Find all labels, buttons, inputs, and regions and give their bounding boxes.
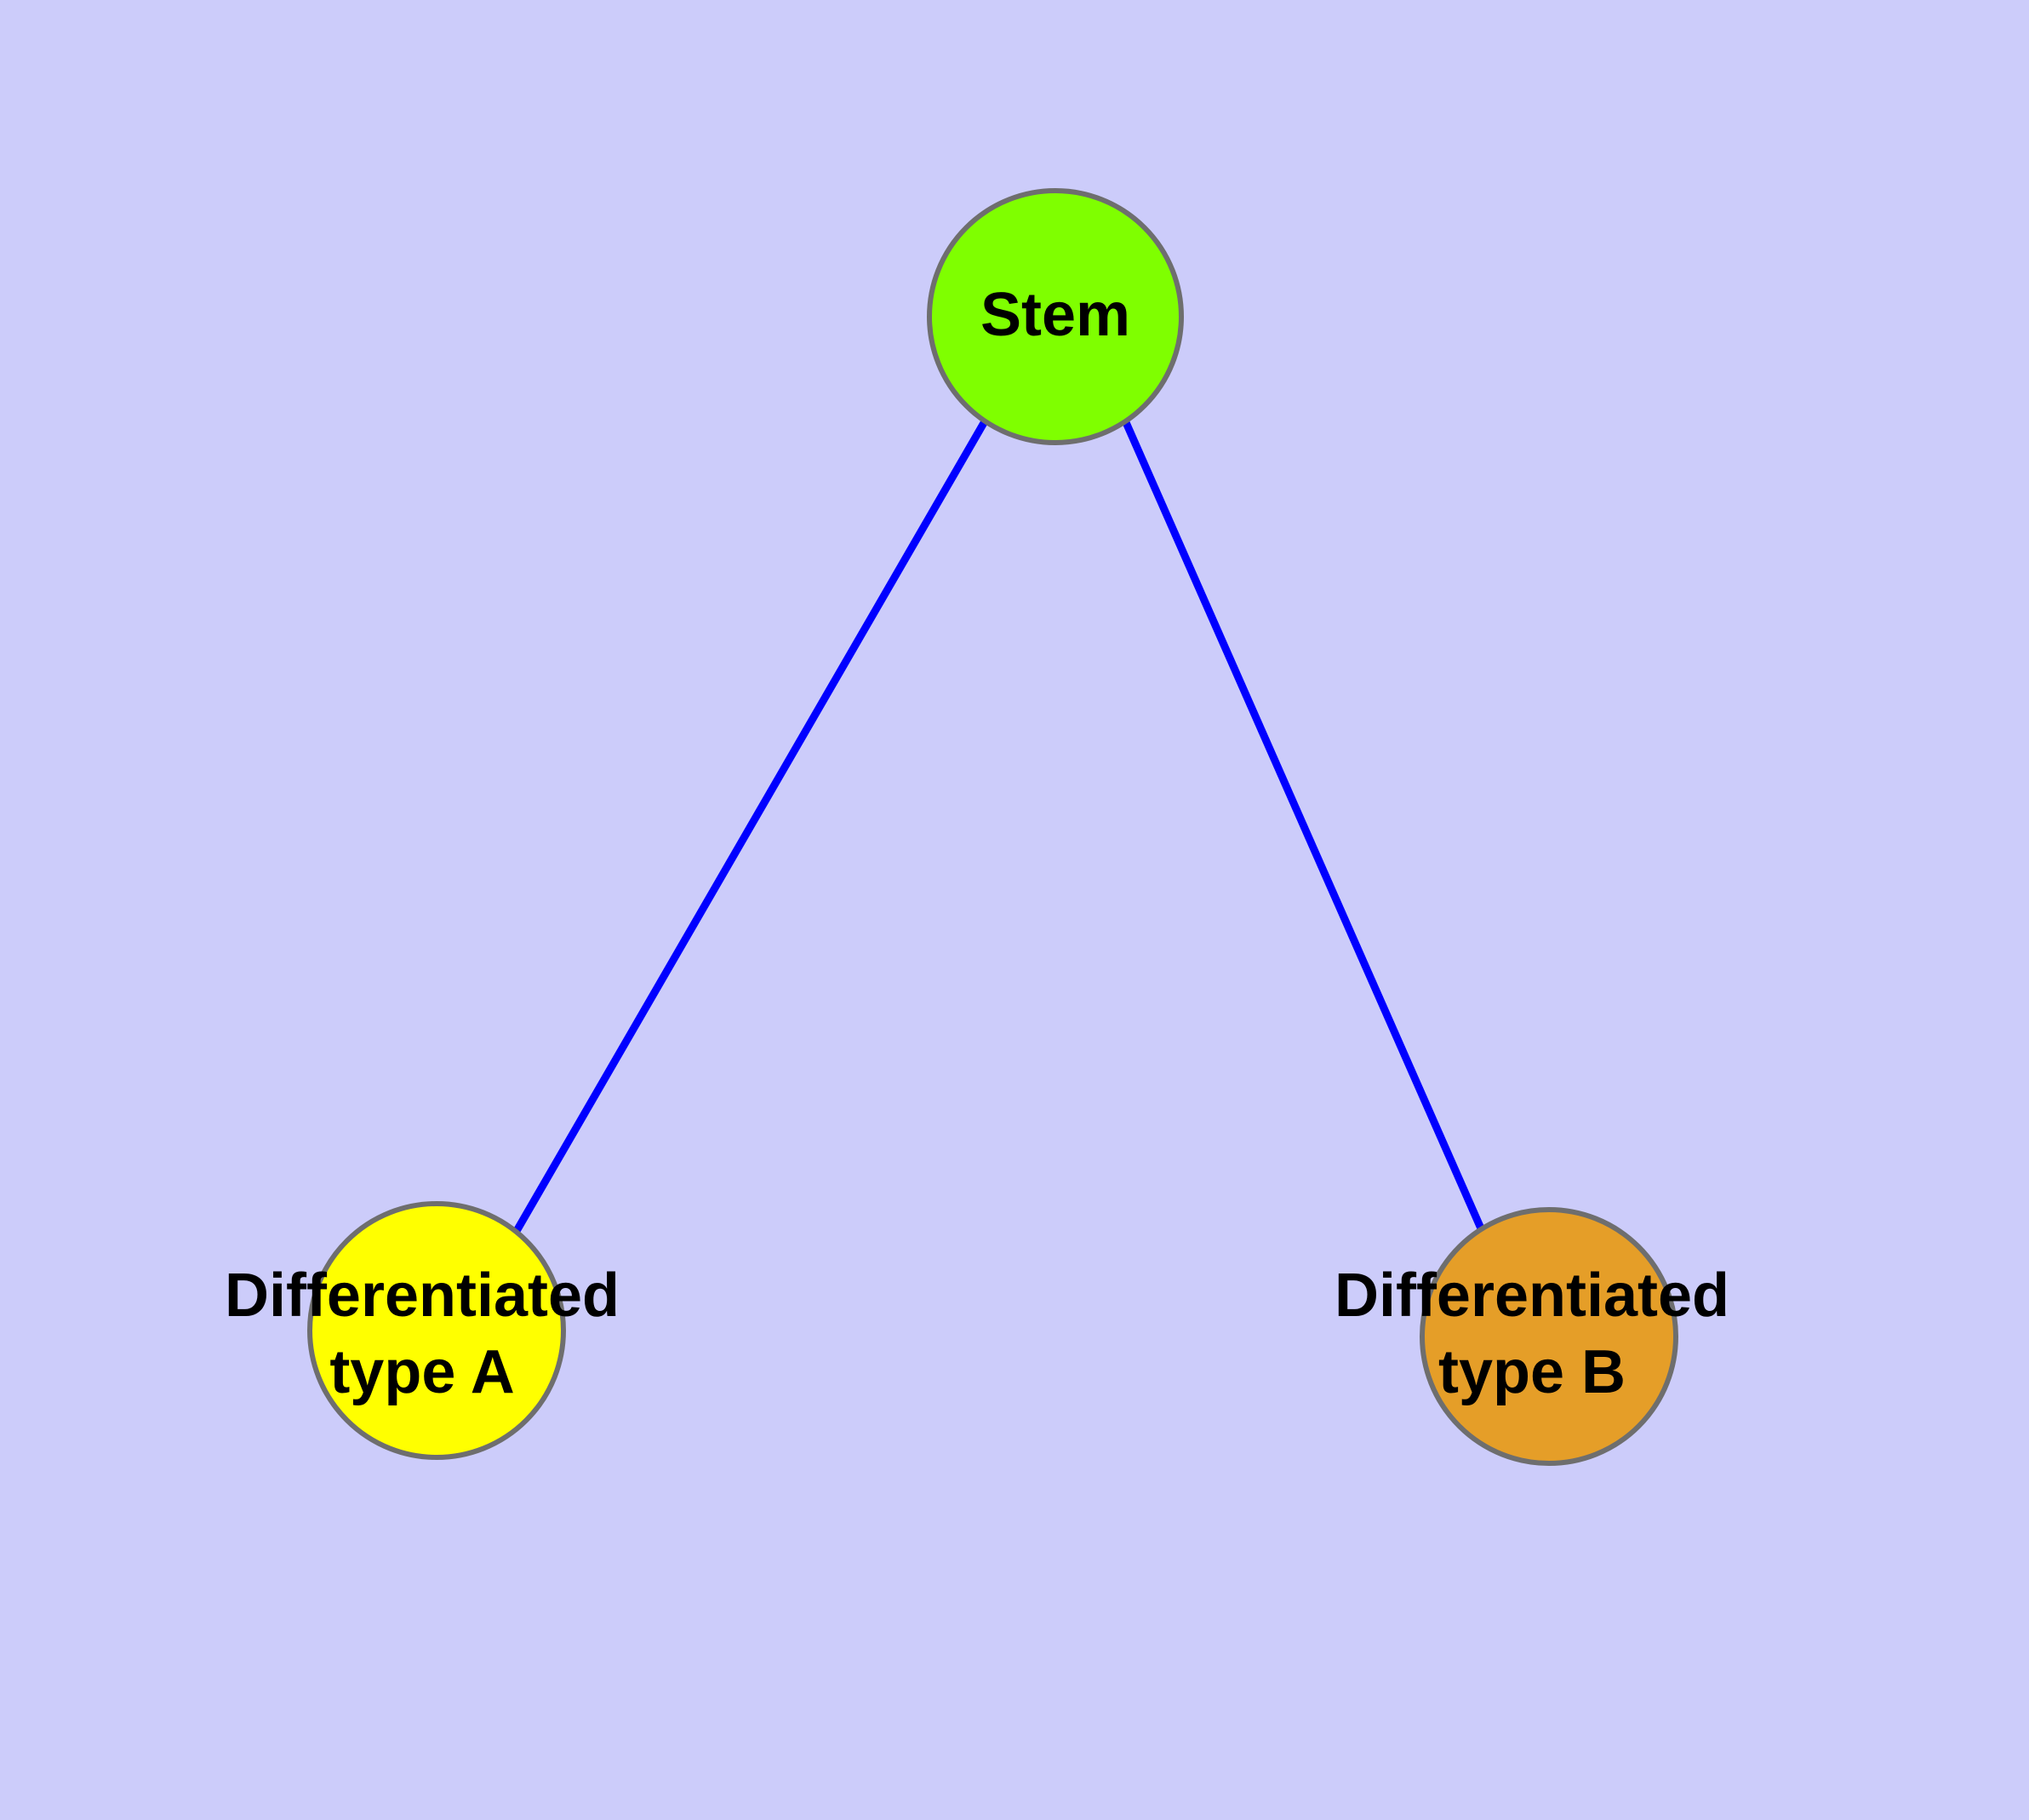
edge-stem-to-diff-b[interactable] — [1121, 419, 1485, 1230]
edge-stem-to-diff-a[interactable] — [513, 419, 988, 1233]
node-diff-a[interactable]: Differentiated type A — [225, 1201, 620, 1460]
node-stem[interactable]: Stem — [927, 188, 1184, 445]
nodes-layer: Stem Differentiated type A Differentiate… — [225, 188, 1729, 1466]
node-diff-b-label-line2: type B — [1438, 1338, 1626, 1406]
edges-layer — [513, 419, 1485, 1233]
node-diff-b-label-line1: Differentiated — [1335, 1262, 1729, 1330]
node-diff-a-label-line1: Differentiated — [225, 1262, 620, 1330]
node-diff-a-label-line2: type A — [329, 1338, 514, 1406]
node-diff-b[interactable]: Differentiated type B — [1335, 1207, 1729, 1466]
node-stem-label-line1: Stem — [980, 281, 1130, 349]
node-stem-circle[interactable] — [927, 188, 1184, 445]
node-diff-a-circle[interactable] — [307, 1201, 566, 1460]
node-diff-b-circle[interactable] — [1420, 1207, 1678, 1466]
